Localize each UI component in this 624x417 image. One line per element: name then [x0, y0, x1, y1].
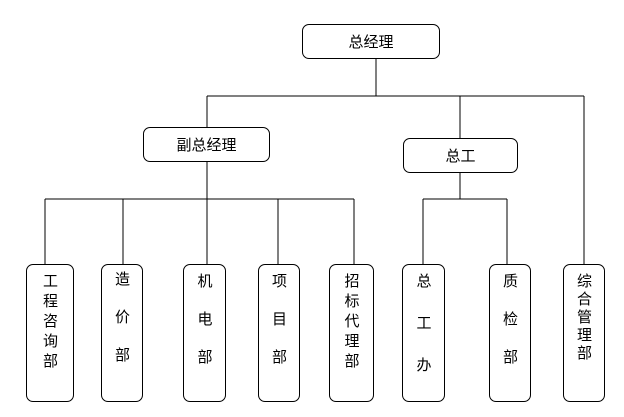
node-label: 总经理 — [348, 32, 394, 51]
node-quality-inspection-dept: 质检部 — [489, 264, 531, 402]
node-label: 副总经理 — [176, 135, 237, 154]
node-label: 总工办 — [414, 273, 433, 399]
node-general-manager: 总经理 — [302, 24, 440, 59]
node-label: 工程咨询部 — [41, 273, 59, 373]
node-label: 机电部 — [195, 273, 214, 387]
node-cost-dept: 造价部 — [101, 264, 143, 402]
node-general-management-dept: 综合管理部 — [563, 264, 605, 402]
node-bidding-agency-dept: 招标代理部 — [329, 264, 374, 402]
node-label: 招标代理部 — [342, 273, 361, 373]
node-label: 项目部 — [270, 273, 288, 387]
node-label: 总工 — [445, 146, 476, 165]
node-label: 质检部 — [501, 273, 519, 387]
node-label: 综合管理部 — [575, 273, 593, 363]
node-chief-engineer-office: 总工办 — [402, 264, 445, 402]
node-label: 造价部 — [113, 271, 131, 385]
node-engineering-consulting-dept: 工程咨询部 — [26, 264, 74, 402]
node-chief-engineer: 总工 — [403, 138, 518, 173]
node-project-dept: 项目部 — [258, 264, 300, 402]
node-electromechanical-dept: 机电部 — [183, 264, 226, 402]
node-deputy-general-manager: 副总经理 — [143, 127, 270, 162]
